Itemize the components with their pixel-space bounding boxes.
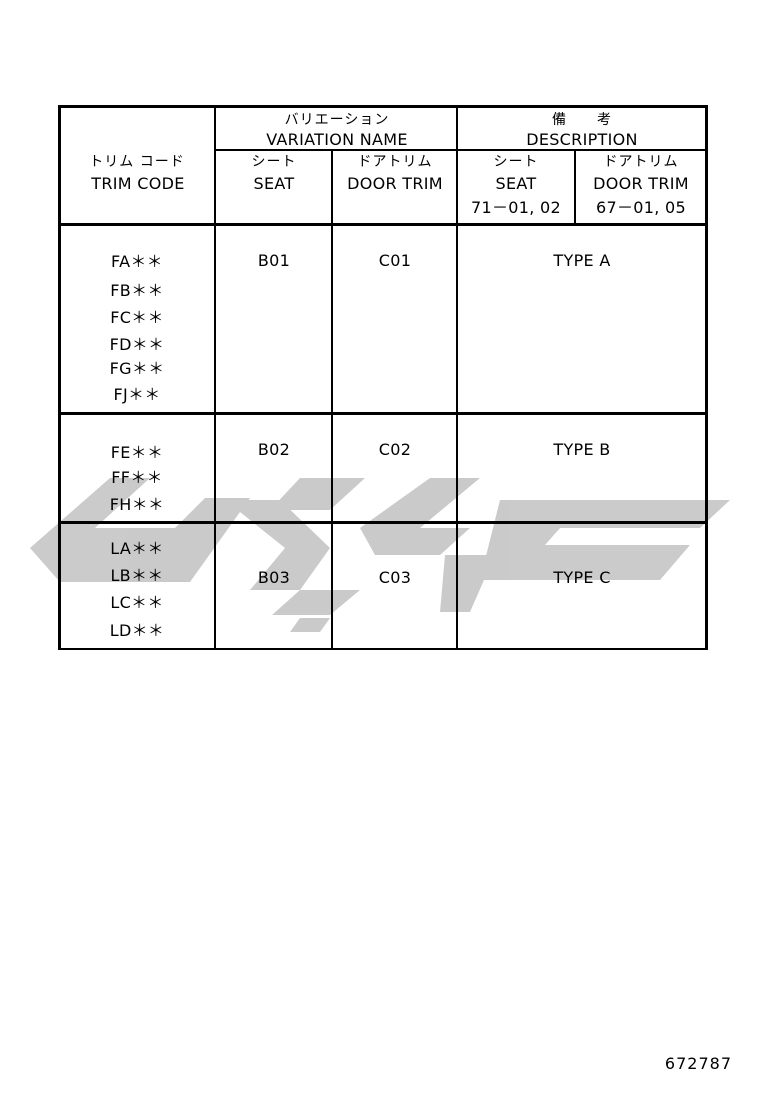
- header-desc-seat: SEAT: [495, 174, 537, 193]
- header-desc-seat-ref: 71－01, 02: [471, 198, 561, 217]
- seat-variation: B02: [257, 440, 291, 459]
- header-subdivider-variation: [215, 149, 458, 151]
- col-divider-trim: [214, 105, 216, 650]
- door-trim-variation: C02: [378, 440, 412, 459]
- group1-bottom-line: [58, 412, 708, 415]
- trim-code-item: FD＊＊: [109, 335, 165, 354]
- header-trim-code-jp: トリム コード: [89, 154, 185, 170]
- header-variation: VARIATION NAME: [266, 130, 408, 149]
- col-divider-seat: [331, 149, 333, 650]
- header-door-trim-jp: ドアトリム: [357, 154, 433, 170]
- header-door-trim: DOOR TRIM: [347, 174, 443, 193]
- trim-code-item: FJ＊＊: [113, 385, 161, 404]
- table-border-bottom: [58, 648, 708, 650]
- header-variation-jp: バリエーション: [284, 112, 390, 128]
- seat-variation: B03: [257, 568, 291, 587]
- header-description: DESCRIPTION: [526, 130, 638, 149]
- header-description-jp: 備 考: [552, 112, 612, 128]
- seat-variation: B01: [257, 251, 291, 270]
- trim-code-item: FG＊＊: [109, 359, 165, 378]
- table-border-left: [58, 105, 61, 650]
- trim-code-item: LB＊＊: [110, 566, 164, 585]
- col-divider-variation: [456, 105, 458, 650]
- trim-code-item: FF＊＊: [111, 468, 163, 487]
- header-seat-jp: シート: [251, 154, 297, 170]
- table-border-top: [58, 105, 708, 108]
- table-border-right: [705, 105, 708, 650]
- trim-code-item: FH＊＊: [109, 495, 165, 514]
- trim-code-item: FB＊＊: [110, 281, 164, 300]
- trim-code-item: FA＊＊: [111, 252, 163, 271]
- door-trim-variation: C03: [378, 568, 412, 587]
- description-type: TYPE C: [553, 568, 611, 587]
- header-desc-door-trim: DOOR TRIM: [593, 174, 689, 193]
- trim-code-item: LC＊＊: [110, 593, 164, 612]
- header-bottom-line: [58, 223, 708, 226]
- trim-code-item: LA＊＊: [110, 539, 164, 558]
- header-subdivider-description: [456, 149, 708, 151]
- document-number: 672787: [664, 1054, 732, 1073]
- header-desc-seat-jp: シート: [493, 154, 539, 170]
- group2-bottom-line: [58, 521, 708, 524]
- header-desc-door-trim-ref: 67－01, 05: [596, 198, 686, 217]
- description-type: TYPE A: [553, 251, 611, 270]
- header-trim-code: TRIM CODE: [91, 174, 185, 193]
- col-divider-desc: [574, 149, 576, 225]
- description-type: TYPE B: [553, 440, 611, 459]
- trim-code-item: FC＊＊: [110, 308, 164, 327]
- trim-code-item: FE＊＊: [110, 443, 164, 462]
- header-desc-door-trim-jp: ドアトリム: [603, 154, 679, 170]
- header-seat: SEAT: [253, 174, 295, 193]
- door-trim-variation: C01: [378, 251, 412, 270]
- trim-code-item: LD＊＊: [109, 621, 165, 640]
